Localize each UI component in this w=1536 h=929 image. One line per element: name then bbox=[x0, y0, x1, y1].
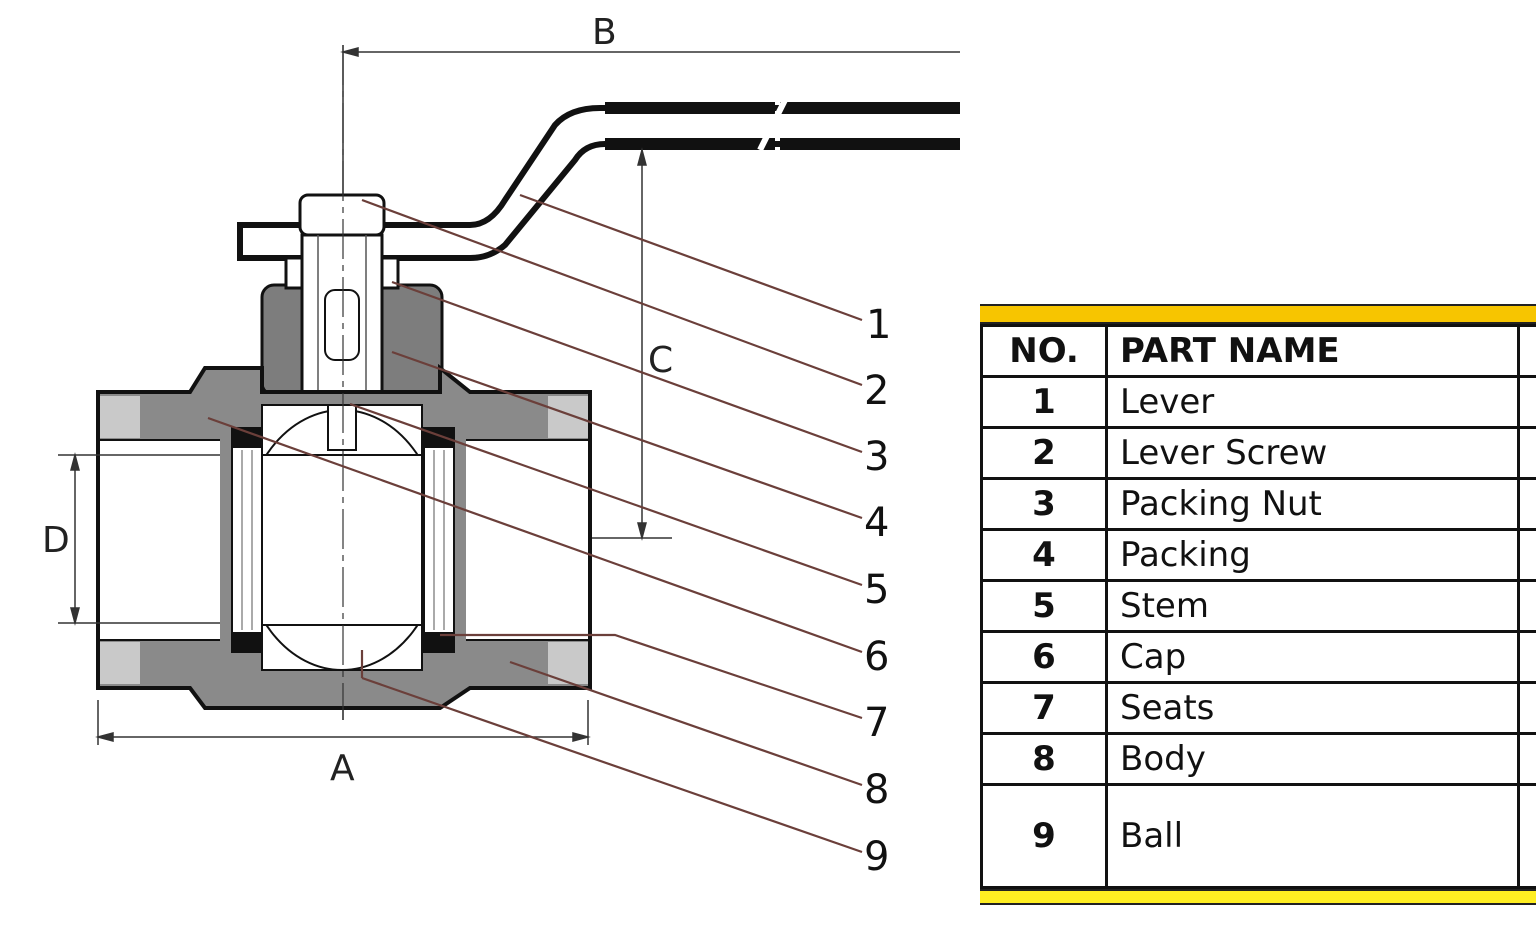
table-row: 3 Packing Nut bbox=[980, 477, 1536, 531]
table-header-row: NO. PART NAME bbox=[980, 324, 1536, 378]
row-part-name: Seats bbox=[1105, 681, 1520, 735]
row-no: 7 bbox=[980, 681, 1108, 735]
row-extra bbox=[1517, 375, 1536, 429]
callout-3: 3 bbox=[864, 434, 889, 480]
row-no: 3 bbox=[980, 477, 1108, 531]
callout-5: 5 bbox=[864, 567, 889, 613]
row-extra bbox=[1517, 630, 1536, 684]
header-no: NO. bbox=[980, 324, 1108, 378]
row-no: 2 bbox=[980, 426, 1108, 480]
row-no: 5 bbox=[980, 579, 1108, 633]
row-extra bbox=[1517, 426, 1536, 480]
parts-list: NO. PART NAME 1 Lever 2 Lever Screw 3 Pa… bbox=[980, 324, 1536, 889]
dimension-a-label: A bbox=[330, 748, 355, 789]
callout-6: 6 bbox=[864, 634, 889, 680]
callout-1: 1 bbox=[866, 302, 891, 348]
table-row: 5 Stem bbox=[980, 579, 1536, 633]
leader-lines bbox=[207, 193, 863, 854]
ball bbox=[241, 404, 443, 671]
row-part-name: Cap bbox=[1105, 630, 1520, 684]
callout-numbers: 1 2 3 4 5 6 7 8 9 bbox=[864, 302, 891, 880]
table-bottom-bar bbox=[980, 889, 1536, 905]
row-part-name: Packing bbox=[1105, 528, 1520, 582]
row-part-name: Lever bbox=[1105, 375, 1520, 429]
row-extra bbox=[1517, 579, 1536, 633]
valve-cross-section-diagram: B C bbox=[42, 12, 960, 880]
row-no: 4 bbox=[980, 528, 1108, 582]
dimension-d bbox=[58, 452, 220, 626]
row-part-name: Body bbox=[1105, 732, 1520, 786]
table-row: 4 Packing bbox=[980, 528, 1536, 582]
table-row: 1 Lever bbox=[980, 375, 1536, 429]
callout-4: 4 bbox=[864, 500, 889, 546]
callout-8: 8 bbox=[864, 767, 889, 813]
row-no: 6 bbox=[980, 630, 1108, 684]
row-extra bbox=[1517, 783, 1536, 889]
seats bbox=[231, 427, 455, 653]
row-extra bbox=[1517, 681, 1536, 735]
dimension-b-label: B bbox=[592, 12, 617, 53]
stem-assembly bbox=[260, 193, 444, 407]
header-part-name: PART NAME bbox=[1105, 324, 1520, 378]
callout-2: 2 bbox=[864, 368, 889, 414]
table-row: 7 Seats bbox=[980, 681, 1536, 735]
table-top-bar bbox=[980, 304, 1536, 324]
row-part-name: Ball bbox=[1105, 783, 1520, 889]
row-no: 9 bbox=[980, 783, 1108, 889]
dimension-c-label: C bbox=[648, 340, 673, 381]
dimension-d-label: D bbox=[42, 520, 70, 561]
row-part-name: Packing Nut bbox=[1105, 477, 1520, 531]
row-no: 1 bbox=[980, 375, 1108, 429]
callout-9: 9 bbox=[864, 834, 889, 880]
callout-7: 7 bbox=[864, 700, 889, 746]
table-row: 2 Lever Screw bbox=[980, 426, 1536, 480]
row-extra bbox=[1517, 528, 1536, 582]
dimension-a bbox=[95, 700, 591, 745]
row-part-name: Stem bbox=[1105, 579, 1520, 633]
parts-table: NO. PART NAME 1 Lever 2 Lever Screw 3 Pa… bbox=[980, 304, 1536, 905]
header-extra bbox=[1517, 324, 1536, 378]
table-row: 8 Body bbox=[980, 732, 1536, 786]
row-no: 8 bbox=[980, 732, 1108, 786]
row-extra bbox=[1517, 732, 1536, 786]
table-row: 6 Cap bbox=[980, 630, 1536, 684]
row-part-name: Lever Screw bbox=[1105, 426, 1520, 480]
row-extra bbox=[1517, 477, 1536, 531]
table-row: 9 Ball bbox=[980, 783, 1536, 889]
